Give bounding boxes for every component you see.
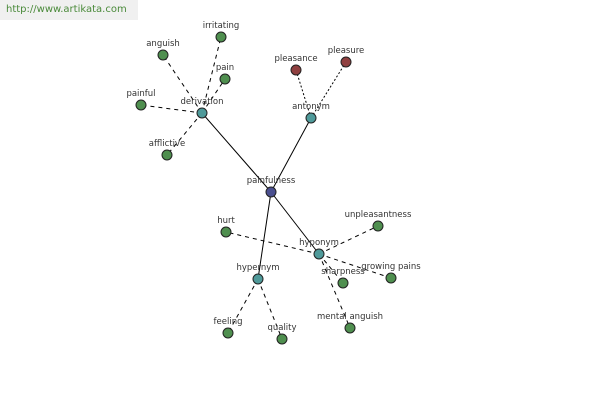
leaf-label-irritating: irritating bbox=[203, 21, 240, 31]
leaf-label-anguish: anguish bbox=[146, 39, 180, 49]
edge-hyponym-sharpness bbox=[318, 253, 344, 284]
leaf-label-pleasance: pleasance bbox=[274, 54, 317, 64]
relation-label-derivation: derivation bbox=[180, 97, 223, 107]
leaf-node-pleasance[interactable] bbox=[290, 64, 302, 76]
watermark-link[interactable]: http://www.artikata.com bbox=[6, 4, 127, 15]
relation-label-hypernym: hypernym bbox=[236, 263, 279, 273]
edge-hypernym-quality bbox=[257, 278, 283, 340]
edge-center-hyponym bbox=[270, 191, 320, 255]
edge-hyponym-mental-anguish bbox=[318, 253, 351, 329]
edge-antonym-pleasure bbox=[310, 61, 347, 119]
leaf-label-mental-anguish: mental anguish bbox=[317, 312, 383, 322]
edge-derivation-afflictive bbox=[166, 112, 203, 156]
center-node[interactable] bbox=[265, 186, 277, 198]
leaf-label-growing-pains: growing pains bbox=[361, 262, 421, 272]
edge-antonym-pleasance bbox=[295, 69, 312, 119]
leaf-node-growing-pains[interactable] bbox=[385, 272, 397, 284]
leaf-label-afflictive: afflictive bbox=[149, 139, 185, 149]
edge-derivation-anguish bbox=[162, 54, 203, 114]
leaf-node-hurt[interactable] bbox=[220, 226, 232, 238]
leaf-label-quality: quality bbox=[267, 323, 296, 333]
relation-node-hypernym[interactable] bbox=[252, 273, 264, 285]
center-label: painfulness bbox=[247, 176, 296, 186]
leaf-label-feeling: feeling bbox=[214, 317, 243, 327]
leaf-node-pleasure[interactable] bbox=[340, 56, 352, 68]
leaf-node-anguish[interactable] bbox=[157, 49, 169, 61]
leaf-label-unpleasantness: unpleasantness bbox=[345, 210, 412, 220]
leaf-label-pain: pain bbox=[216, 63, 234, 73]
leaf-node-afflictive[interactable] bbox=[161, 149, 173, 161]
leaf-node-irritating[interactable] bbox=[215, 31, 227, 43]
leaf-node-unpleasantness[interactable] bbox=[372, 220, 384, 232]
leaf-node-pain[interactable] bbox=[219, 73, 231, 85]
leaf-node-feeling[interactable] bbox=[222, 327, 234, 339]
leaf-label-sharpness: sharpness bbox=[321, 267, 365, 277]
edge-center-derivation bbox=[201, 112, 272, 193]
relation-node-hyponym[interactable] bbox=[313, 248, 325, 260]
relation-node-antonym[interactable] bbox=[305, 112, 317, 124]
leaf-node-quality[interactable] bbox=[276, 333, 288, 345]
edge-hyponym-unpleasantness bbox=[318, 225, 379, 255]
leaf-label-hurt: hurt bbox=[217, 216, 235, 226]
watermark-banner: http://www.artikata.com bbox=[0, 0, 138, 20]
relation-node-derivation[interactable] bbox=[196, 107, 208, 119]
edge-derivation-irritating bbox=[201, 36, 222, 114]
leaf-node-mental-anguish[interactable] bbox=[344, 322, 356, 334]
leaf-label-painful: painful bbox=[126, 89, 155, 99]
leaf-label-pleasure: pleasure bbox=[328, 46, 365, 56]
edge-center-antonym bbox=[270, 117, 312, 193]
leaf-node-sharpness[interactable] bbox=[337, 277, 349, 289]
edges-layer bbox=[140, 36, 392, 340]
nodes-layer bbox=[135, 31, 397, 345]
leaf-node-painful[interactable] bbox=[135, 99, 147, 111]
edge-hypernym-feeling bbox=[227, 278, 259, 334]
edge-derivation-painful bbox=[140, 104, 203, 114]
edge-center-hypernym bbox=[257, 191, 272, 280]
relation-label-antonym: antonym bbox=[292, 102, 330, 112]
relation-label-hyponym: hyponym bbox=[299, 238, 339, 248]
labels-layer: irritating anguish pain painful afflictive de… bbox=[126, 21, 421, 333]
edge-derivation-pain bbox=[201, 78, 226, 114]
